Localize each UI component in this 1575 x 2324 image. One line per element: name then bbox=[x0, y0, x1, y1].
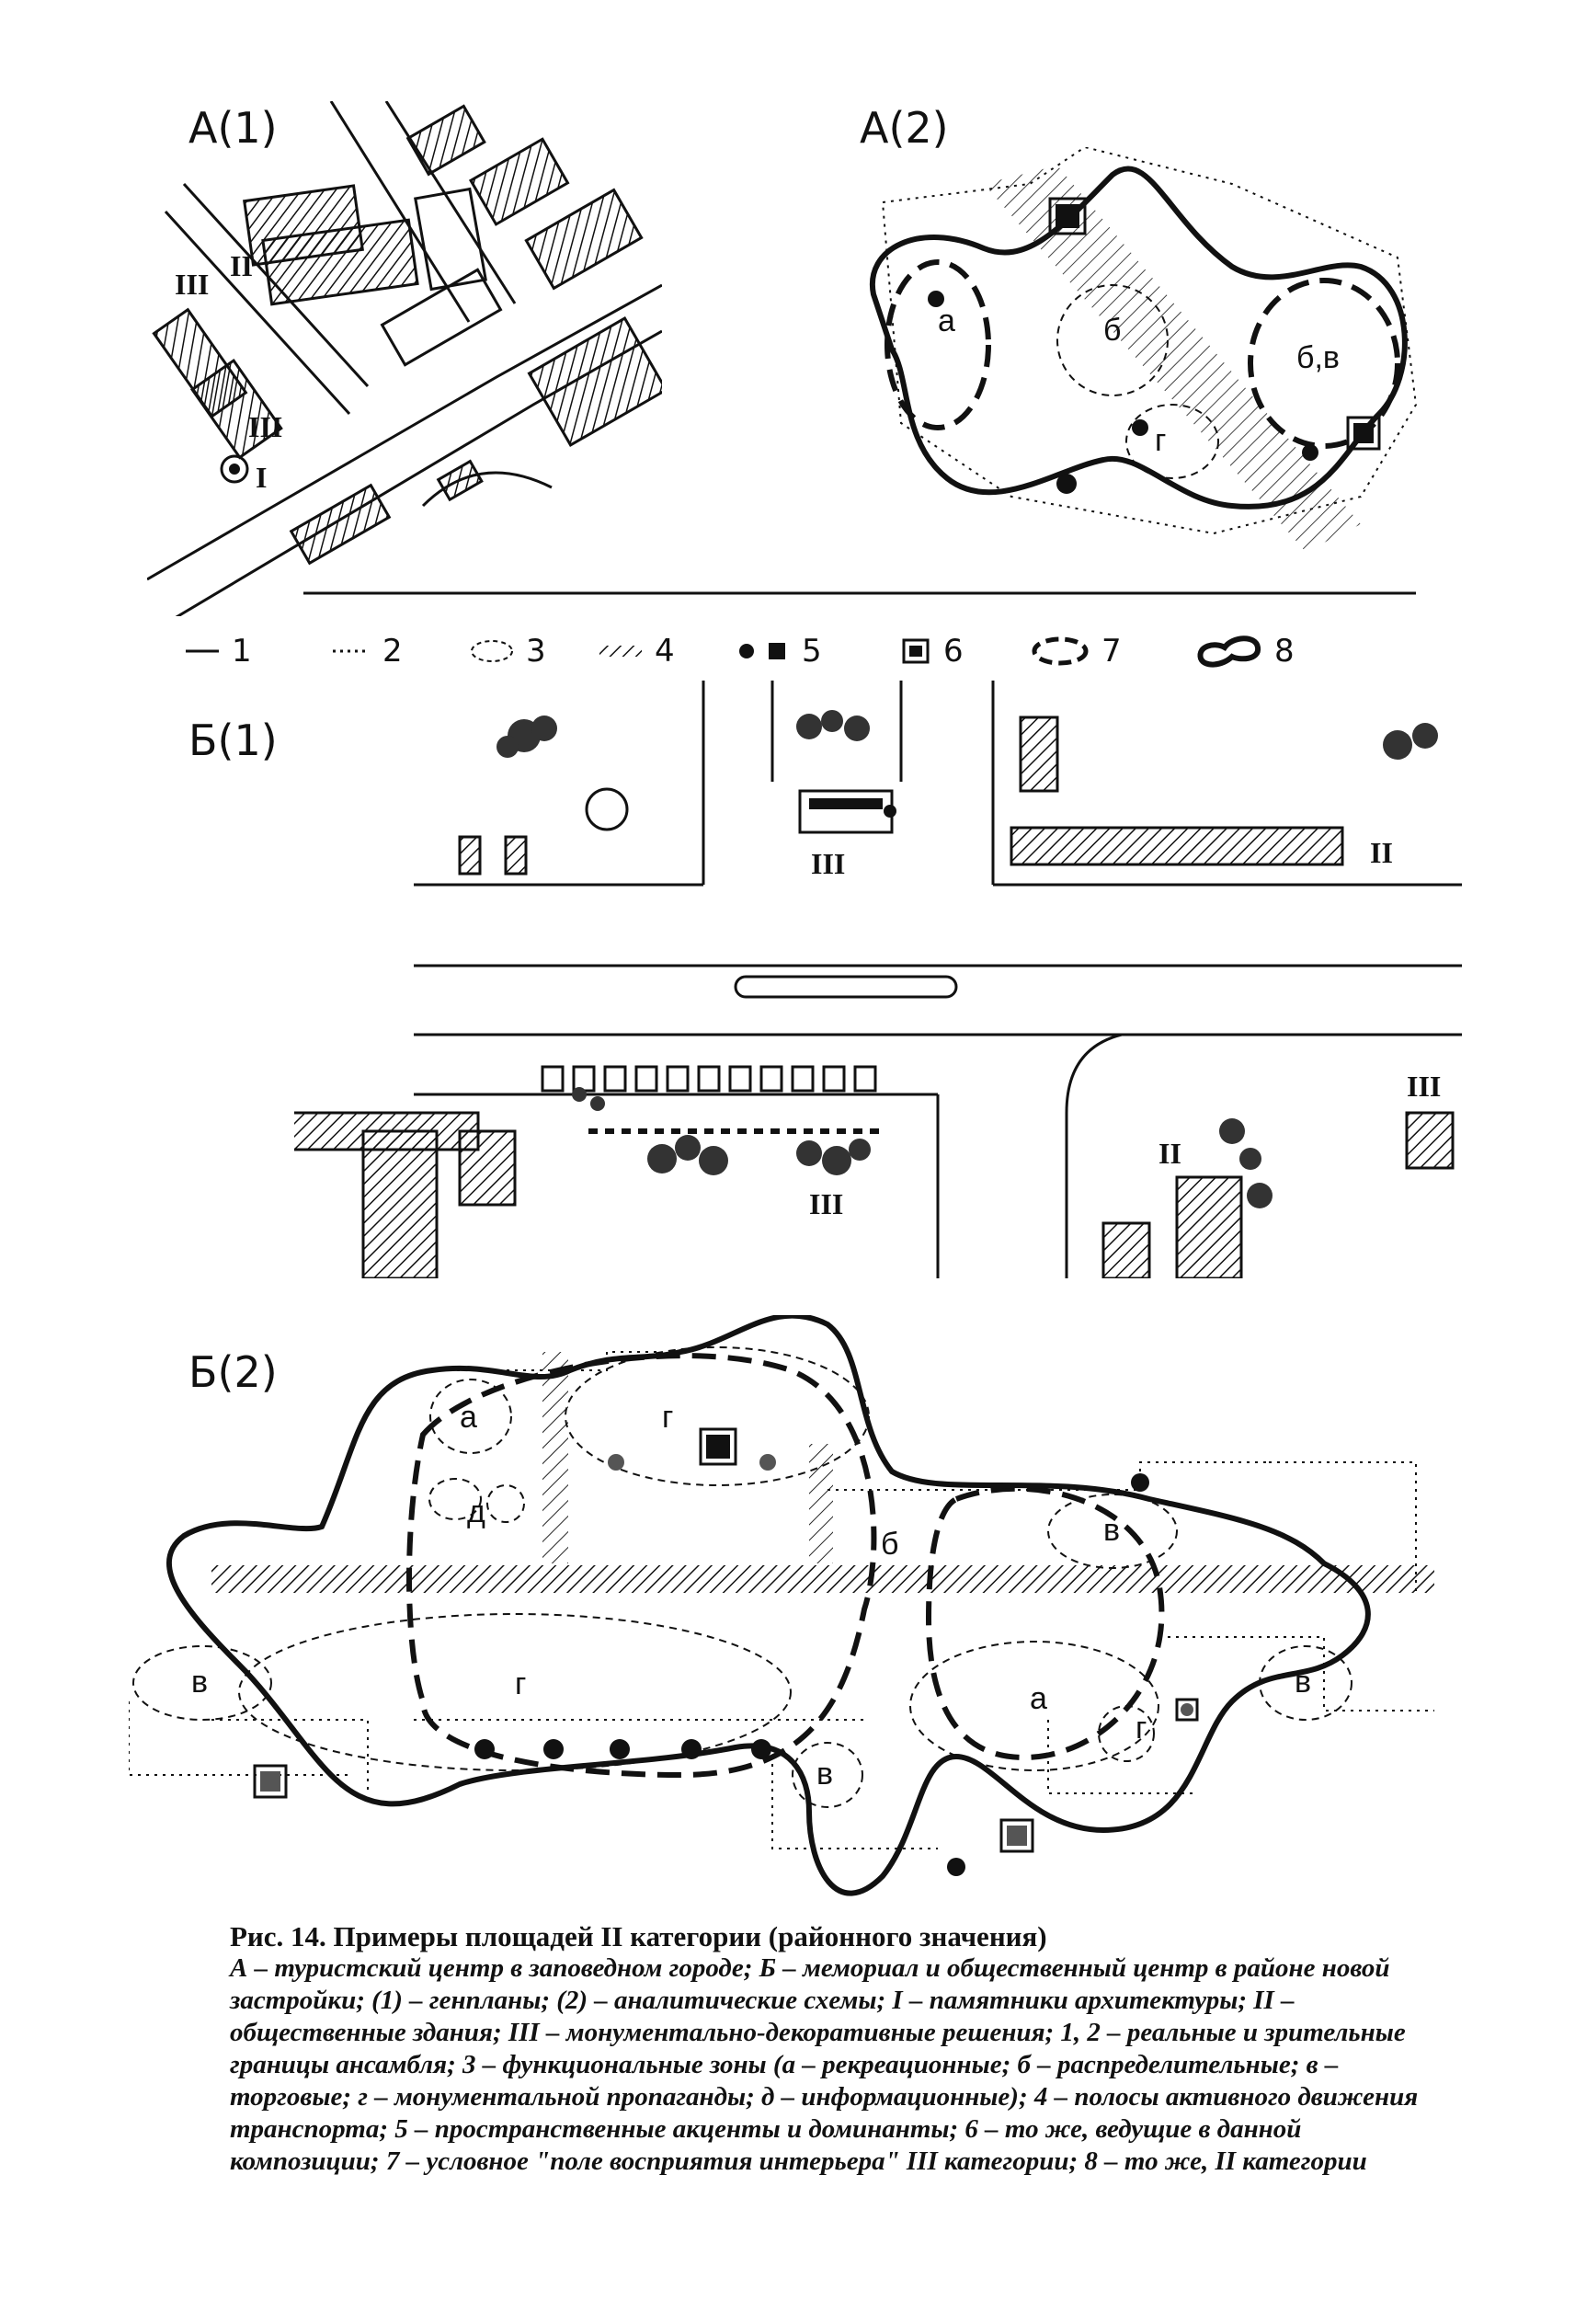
legend-item: 6 bbox=[901, 624, 964, 679]
zone-label: в bbox=[816, 1757, 833, 1792]
roman-label: II bbox=[230, 249, 253, 282]
legend: 1 2 3 4 5 6 7 8 bbox=[184, 624, 1379, 679]
zone-label: г bbox=[515, 1666, 526, 1701]
roman-label: III bbox=[248, 410, 282, 443]
plan-a1: II III I I III II bbox=[147, 101, 662, 616]
zone-label: в bbox=[191, 1665, 208, 1700]
zone-label: а bbox=[1030, 1681, 1047, 1716]
caption-body: А – туристский центр в заповедном городе… bbox=[230, 1953, 1419, 2176]
roman-label: III bbox=[809, 1187, 843, 1220]
scheme-a2: а б б,в г bbox=[869, 147, 1418, 552]
zone-label: б bbox=[881, 1527, 898, 1562]
zone-label: г bbox=[662, 1400, 673, 1435]
panel-label-a1: А(1) bbox=[188, 103, 278, 153]
roman-label: II bbox=[1158, 1137, 1181, 1170]
panel-label-a2: А(2) bbox=[860, 103, 949, 153]
zone-label: в bbox=[1103, 1513, 1120, 1548]
zone-label: б bbox=[1103, 313, 1121, 348]
legend-item: 3 bbox=[469, 624, 546, 679]
roman-label: III bbox=[175, 268, 209, 301]
caption-title: Рис. 14. Примеры площадей II категории (… bbox=[230, 1920, 1047, 1952]
legend-item: 2 bbox=[333, 633, 403, 670]
separator-line bbox=[303, 591, 1416, 595]
plan-b1: III II II III II III bbox=[294, 681, 1462, 1278]
legend-item: 7 bbox=[1030, 624, 1122, 679]
panel-label-b1: Б(1) bbox=[188, 716, 278, 765]
roman-label: III bbox=[1407, 1070, 1441, 1103]
roman-label: I bbox=[256, 461, 267, 494]
zone-label: г bbox=[1155, 423, 1166, 458]
legend-item: 5 bbox=[736, 624, 822, 679]
legend-item: 1 bbox=[186, 633, 252, 670]
zone-label: а bbox=[460, 1400, 477, 1435]
zone-label: г bbox=[1136, 1711, 1147, 1746]
roman-label: II bbox=[1370, 836, 1393, 869]
scheme-b2: а г д б в в г а г в в bbox=[129, 1315, 1434, 1896]
figure-caption: Рис. 14. Примеры площадей II категории (… bbox=[230, 1920, 1453, 2178]
legend-item: 4 bbox=[598, 624, 675, 679]
zone-label: д bbox=[467, 1494, 485, 1529]
zone-label: а bbox=[938, 303, 955, 338]
roman-label: III bbox=[811, 847, 845, 880]
zone-label: в bbox=[1295, 1665, 1311, 1700]
panel-label-b2: Б(2) bbox=[188, 1347, 278, 1397]
zone-label: б,в bbox=[1296, 340, 1340, 375]
legend-item: 8 bbox=[1195, 624, 1295, 679]
